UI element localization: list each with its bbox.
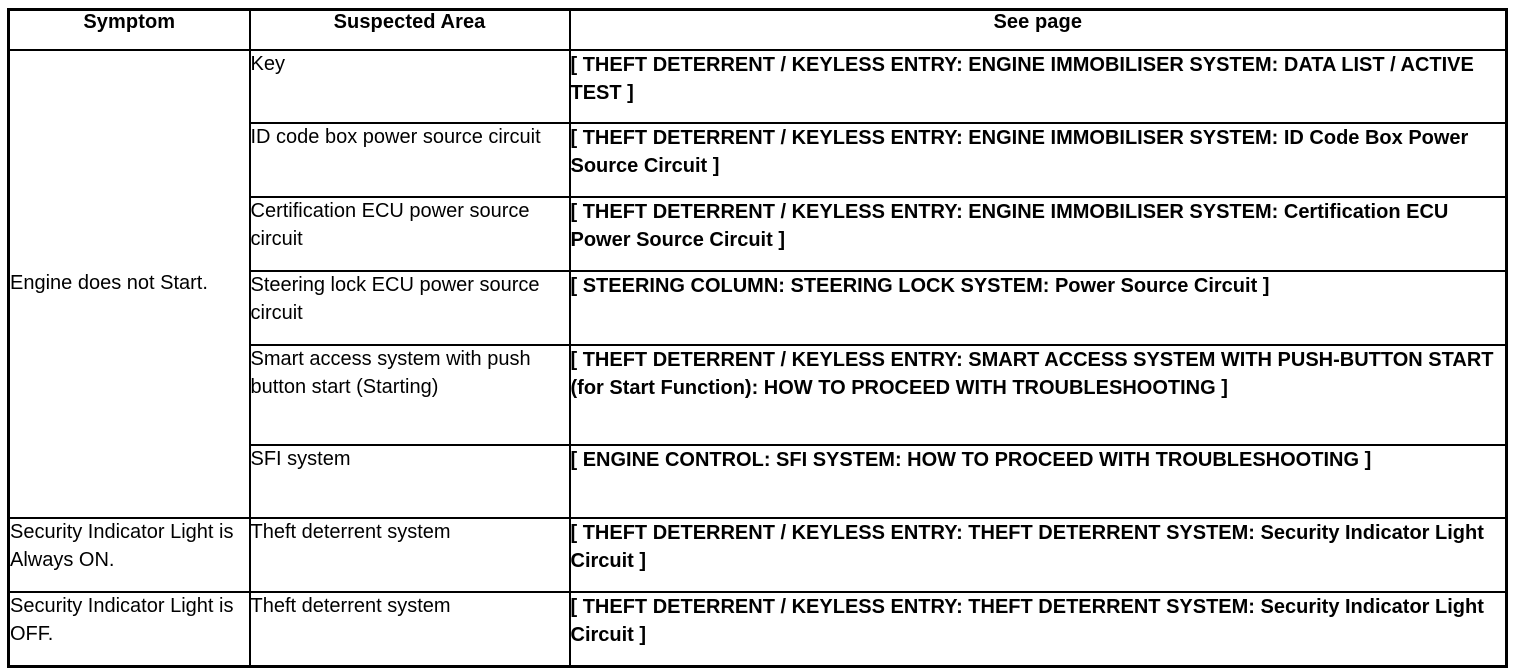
- see-page-cell: [ THEFT DETERRENT / KEYLESS ENTRY: THEFT…: [568, 591, 1508, 668]
- symptom-cell-security-indicator-off: Security Indicator Light is OFF.: [7, 591, 251, 668]
- table-row: Engine does not Start. Key [ THEFT DETER…: [7, 49, 1508, 519]
- suspected-area-cell: Steering lock ECU power source circuit: [248, 270, 571, 346]
- see-page-cell: [ THEFT DETERRENT / KEYLESS ENTRY: ENGIN…: [568, 196, 1508, 272]
- table-header-row: Symptom Suspected Area See page: [7, 8, 1508, 51]
- suspected-area-cell: Smart access system with push button sta…: [248, 344, 571, 446]
- suspected-area-cell: Key: [248, 49, 571, 124]
- table-row: ID code box power source circuit [ THEFT…: [9, 122, 1508, 198]
- table-header: Symptom Suspected Area See page: [7, 8, 1508, 51]
- suspected-area-cell: Theft deterrent system: [248, 517, 571, 593]
- table-row: Steering lock ECU power source circuit […: [9, 270, 1508, 346]
- table-body: Engine does not Start. Key [ THEFT DETER…: [7, 49, 1508, 668]
- symptom-cell-engine-does-not-start: Engine does not Start.: [7, 49, 251, 519]
- see-page-cell: [ ENGINE CONTROL: SFI SYSTEM: HOW TO PRO…: [568, 444, 1508, 519]
- see-page-cell: [ THEFT DETERRENT / KEYLESS ENTRY: THEFT…: [568, 517, 1508, 593]
- table-row: Security Indicator Light is Always ON. T…: [7, 517, 1508, 593]
- see-page-cell: [ THEFT DETERRENT / KEYLESS ENTRY: ENGIN…: [568, 122, 1508, 198]
- suspected-area-cell: Certification ECU power source circuit: [248, 196, 571, 272]
- suspected-area-cell: ID code box power source circuit: [248, 122, 571, 198]
- see-page-cell: [ THEFT DETERRENT / KEYLESS ENTRY: SMART…: [568, 344, 1508, 446]
- suspected-area-cell: SFI system: [248, 444, 571, 519]
- symptom-table: Symptom Suspected Area See page Engine d…: [7, 8, 1508, 668]
- suspected-area-cell: Theft deterrent system: [248, 591, 571, 668]
- column-header-suspected-area: Suspected Area: [248, 8, 571, 51]
- table-row: Security Indicator Light is OFF. Theft d…: [7, 591, 1508, 668]
- table-row: SFI system [ ENGINE CONTROL: SFI SYSTEM:…: [9, 444, 1508, 519]
- see-page-cell: [ STEERING COLUMN: STEERING LOCK SYSTEM:…: [568, 270, 1508, 346]
- column-header-see-page: See page: [568, 8, 1508, 51]
- symptom-cell-security-indicator-always-on: Security Indicator Light is Always ON.: [7, 517, 251, 593]
- see-page-cell: [ THEFT DETERRENT / KEYLESS ENTRY: ENGIN…: [568, 49, 1508, 124]
- column-header-symptom: Symptom: [7, 8, 251, 51]
- table-row: Certification ECU power source circuit […: [9, 196, 1508, 272]
- table-row: Smart access system with push button sta…: [9, 344, 1508, 446]
